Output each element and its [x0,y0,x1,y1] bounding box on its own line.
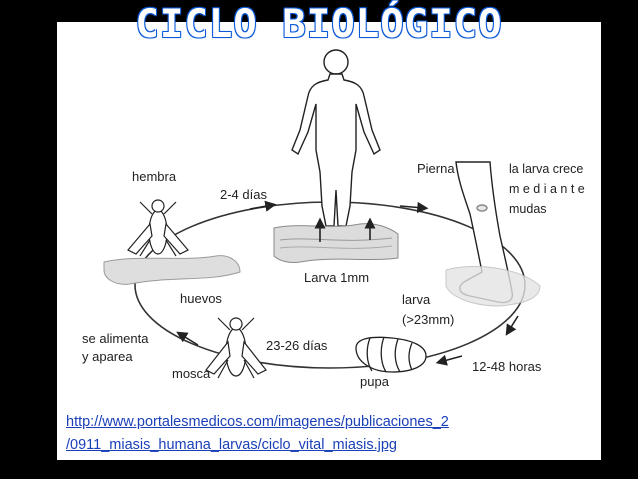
human-figure-icon [291,49,381,227]
label-larva-size: (>23mm) [402,312,454,327]
label-larva-1mm: Larva 1mm [304,270,369,285]
slide-title: CICLO BIOLÓGICO [135,2,503,47]
cycle-arrow-right [505,315,519,336]
label-2-4-dias: 2-4 días [220,187,267,202]
label-hembra: hembra [132,169,177,184]
cycle-arrow-bottom-left [176,331,199,346]
label-huevos: huevos [180,291,222,306]
label-12-48-horas: 12-48 horas [472,359,542,374]
female-fly-icon [127,199,189,257]
label-larva-crece-2: m e d i a n t e [509,182,585,196]
cycle-arrow-top-left [249,200,277,212]
label-y-aparea: y aparea [82,349,133,364]
label-23-26-dias: 23-26 días [266,338,328,353]
label-larva-crece-3: mudas [509,202,547,216]
label-larva-crece-1: la larva crece [509,162,583,176]
pupa-icon [355,336,427,373]
skin-patch-icon [273,217,399,263]
leg-ground [445,266,541,307]
label-pupa: pupa [360,374,390,389]
label-se-alimenta: se alimenta [82,331,149,346]
source-link-line-2[interactable]: /0911_miasis_humana_larvas/ciclo_vital_m… [66,437,397,453]
label-pierna: Pierna [417,161,455,176]
label-larva: larva [402,292,431,307]
label-mosca: mosca [172,366,211,381]
fly-icon [205,317,267,379]
source-link-line-1[interactable]: http://www.portalesmedicos.com/imagenes/… [66,414,449,430]
cycle-arrow-bottom-right [435,354,463,366]
egg-skin-patch [103,255,241,285]
cycle-arrow-top-right [399,201,429,214]
